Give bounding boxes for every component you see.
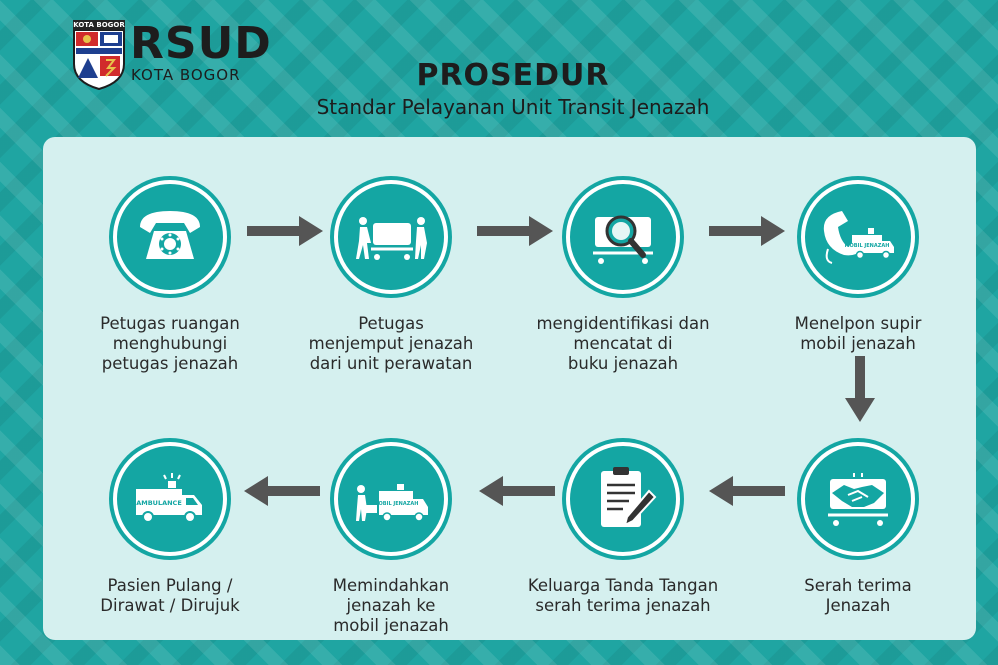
step-2-circle [334, 180, 448, 294]
step-2-line-2: menjemput jenazah [308, 334, 474, 353]
loading-van-icon: MOBIL JENAZAH [356, 484, 428, 522]
step-5-line-1: Serah terima [804, 576, 912, 595]
step-3-line-3: buku jenazah [567, 354, 679, 373]
step-8: AMBULANCE Pasien Pulang / Dirawat / Diru… [70, 442, 270, 616]
step-2-line-1: Petugas [358, 314, 424, 333]
step-2: Petugas menjemput jenazah dari unit pera… [291, 180, 491, 374]
step-6-line-2: serah terima jenazah [535, 596, 711, 615]
city-crest-icon [73, 20, 125, 90]
handshake-icon [828, 473, 888, 526]
step-4-van-text: MOBIL JENAZAH [845, 243, 890, 249]
stretcher-transport-icon [356, 217, 427, 260]
arrow-right-icon [709, 216, 785, 246]
city-name: KOTA BOGOR [131, 66, 241, 84]
step-8-circle: AMBULANCE [113, 442, 227, 556]
step-2-label: Petugas menjemput jenazah dari unit pera… [291, 314, 491, 374]
step-3: mengidentifikasi dan mencatat di buku je… [523, 180, 723, 374]
arrow-left-icon [479, 476, 555, 506]
arrow-left-icon [244, 476, 320, 506]
logo-tag: KOTA BOGOR [73, 20, 125, 30]
page-subtitle: Standar Pelayanan Unit Transit Jenazah [316, 95, 710, 119]
ambulance-icon: AMBULANCE [136, 473, 202, 523]
step-7-line-1: Memindahkan [332, 576, 450, 595]
step-6-line-1: Keluarga Tanda Tangan [527, 576, 719, 595]
step-3-line-2: mencatat di [573, 334, 673, 353]
step-7-line-2: jenazah ke [346, 596, 436, 615]
step-5-line-2: Jenazah [825, 596, 891, 615]
step-8-line-2: Dirawat / Dirujuk [100, 596, 240, 615]
step-8-van-text: AMBULANCE [136, 499, 182, 507]
step-4-line-2: mobil jenazah [800, 334, 916, 353]
arrow-right-icon [247, 216, 323, 246]
step-4-line-1: Menelpon supir [794, 314, 922, 333]
step-8-label: Pasien Pulang / Dirawat / Dirujuk [70, 576, 270, 616]
step-7-line-3: mobil jenazah [333, 616, 449, 635]
arrow-right-icon [477, 216, 553, 246]
step-1-line-3: petugas jenazah [101, 354, 239, 373]
step-7-van-text: MOBIL JENAZAH [374, 501, 419, 507]
step-6-circle [566, 442, 680, 556]
step-4-label: Menelpon supir mobil jenazah [758, 314, 958, 354]
org-name: RSUD [130, 18, 272, 69]
phone-van-icon: MOBIL JENAZAH [823, 211, 894, 264]
magnifier-icon [593, 215, 653, 264]
telephone-icon [140, 211, 200, 259]
title-block: PROSEDUR Standar Pelayanan Unit Transit … [0, 58, 998, 120]
step-1: Petugas ruangan menghubungi petugas jena… [70, 180, 270, 374]
step-4: MOBIL JENAZAH Menelpon supir mobil jenaz… [758, 180, 958, 354]
step-1-label: Petugas ruangan menghubungi petugas jena… [70, 314, 270, 374]
arrow-left-icon [709, 476, 785, 506]
step-3-circle [566, 180, 680, 294]
step-5-label: Serah terima Jenazah [758, 576, 958, 616]
step-5-circle [801, 442, 915, 556]
step-7-label: Memindahkan jenazah ke mobil jenazah [291, 576, 491, 636]
step-4-circle: MOBIL JENAZAH [801, 180, 915, 294]
step-5: Serah terima Jenazah [758, 442, 958, 616]
step-1-line-2: menghubungi [112, 334, 228, 353]
step-7: MOBIL JENAZAH Memindahkan jenazah ke mob… [291, 442, 491, 636]
clipboard-pen-icon [601, 467, 657, 527]
step-3-label: mengidentifikasi dan mencatat di buku je… [523, 314, 723, 374]
arrow-down-icon [845, 356, 875, 422]
step-6: Keluarga Tanda Tangan serah terima jenaz… [523, 442, 723, 616]
step-6-label: Keluarga Tanda Tangan serah terima jenaz… [523, 576, 723, 616]
step-8-line-1: Pasien Pulang / [107, 576, 233, 595]
step-3-line-1: mengidentifikasi dan [536, 314, 710, 333]
page-title: PROSEDUR [416, 58, 610, 93]
step-7-circle: MOBIL JENAZAH [334, 442, 448, 556]
logo: KOTA BOGOR RSUD KOTA BOGOR [70, 20, 290, 90]
step-2-line-3: dari unit perawatan [309, 354, 473, 373]
step-1-line-1: Petugas ruangan [100, 314, 240, 333]
step-1-circle [113, 180, 227, 294]
